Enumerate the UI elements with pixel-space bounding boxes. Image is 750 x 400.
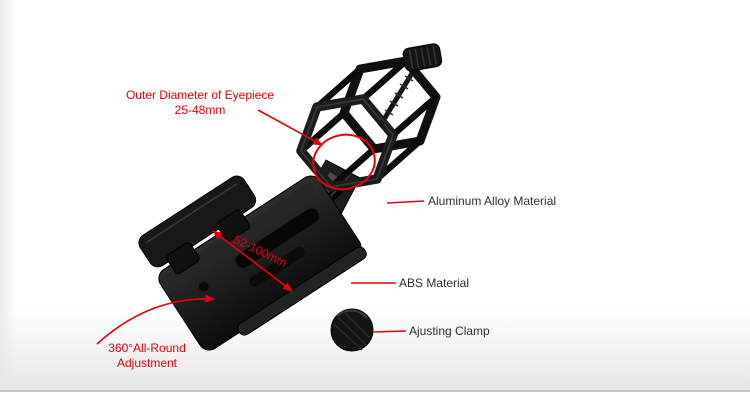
adjusting-clamp-knob	[330, 308, 374, 352]
annotation-graphics	[96, 109, 425, 345]
rotation-curved-arrow	[96, 294, 216, 345]
abs-material-label: ABS Material	[399, 276, 470, 290]
aluminum-material-label: Aluminum Alloy Material	[428, 194, 557, 208]
knurled-knob	[402, 43, 443, 72]
aluminum-leader-line	[386, 200, 425, 204]
rotation-label-line1: 360°All-Round	[108, 341, 186, 355]
background-left-shade	[0, 0, 16, 392]
eyepiece-diameter-label-line2: 25-48mm	[174, 103, 226, 117]
clamp-leader-line	[372, 330, 407, 333]
fixed-lip	[237, 246, 367, 336]
thumbscrew	[377, 43, 443, 128]
adjusting-clamp-label: Ajusting Clamp	[409, 324, 490, 338]
eyepiece-clamp	[296, 56, 441, 192]
eyepiece-diameter-label: Outer Diameter of Eyepiece 25-48mm	[116, 88, 284, 118]
rotation-label-line2: Adjustment	[116, 356, 178, 370]
eyepiece-leader-arrow	[257, 109, 323, 146]
eyepiece-highlight-circle	[312, 133, 376, 191]
width-range-arrow	[212, 230, 293, 292]
screw-threads	[379, 75, 414, 124]
eyepiece-diameter-label-line1: Outer Diameter of Eyepiece	[125, 88, 275, 102]
rotation-label: 360°All-Round Adjustment	[90, 341, 204, 371]
